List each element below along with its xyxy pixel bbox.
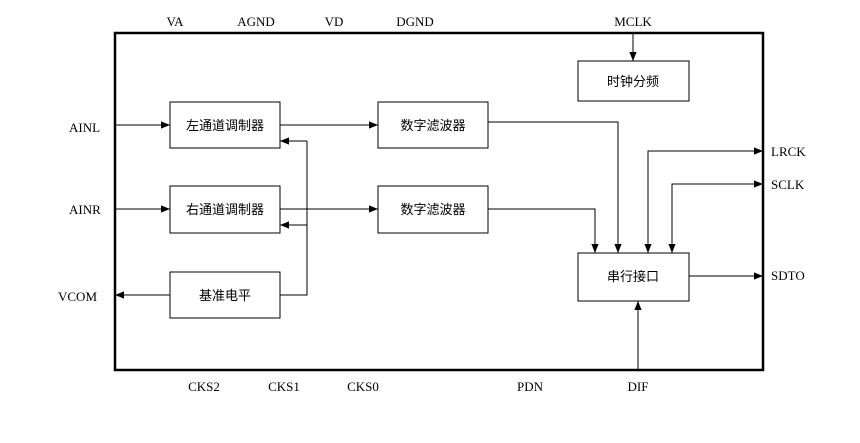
pin-agnd: AGND [237,14,275,29]
digital-filter-block-2: 数字滤波器 [377,185,489,234]
pin-dif: DIF [628,379,649,394]
chip-frame [113,31,765,372]
pin-cks1: CKS1 [268,379,300,394]
pin-mclk: MCLK [614,14,652,29]
svg-text:数字滤波器: 数字滤波器 [400,203,465,218]
pin-vd: VD [325,14,344,29]
pin-lrck: LRCK [771,144,806,159]
svg-text:时钟分频: 时钟分频 [607,74,659,90]
reference-level-block: 基准电平 [169,271,281,319]
pin-vcom: VCOM [58,289,97,304]
pin-va: VA [166,14,184,29]
pin-ainl: AINL [69,120,100,135]
pin-pdn: PDN [517,379,544,394]
serial-interface-block: 串行接口 [577,252,690,302]
pin-ainr: AINR [69,202,101,217]
left-modulator-block: 左通道调制器 [169,101,281,149]
connections [115,33,763,370]
svg-text:右通道调制器: 右通道调制器 [186,203,264,218]
pin-dgnd: DGND [396,14,434,29]
pin-sdto: SDTO [771,268,805,283]
svg-text:串行接口: 串行接口 [607,269,659,285]
pin-cks2: CKS2 [188,379,220,394]
pin-cks0: CKS0 [347,379,379,394]
digital-filter-block-1: 数字滤波器 [377,101,489,149]
svg-text:左通道调制器: 左通道调制器 [186,119,264,134]
clock-divider-block: 时钟分频 [577,60,690,102]
svg-text:基准电平: 基准电平 [199,289,251,304]
svg-text:数字滤波器: 数字滤波器 [400,119,465,134]
right-modulator-block: 右通道调制器 [169,185,281,234]
pin-sclk: SCLK [771,177,805,192]
